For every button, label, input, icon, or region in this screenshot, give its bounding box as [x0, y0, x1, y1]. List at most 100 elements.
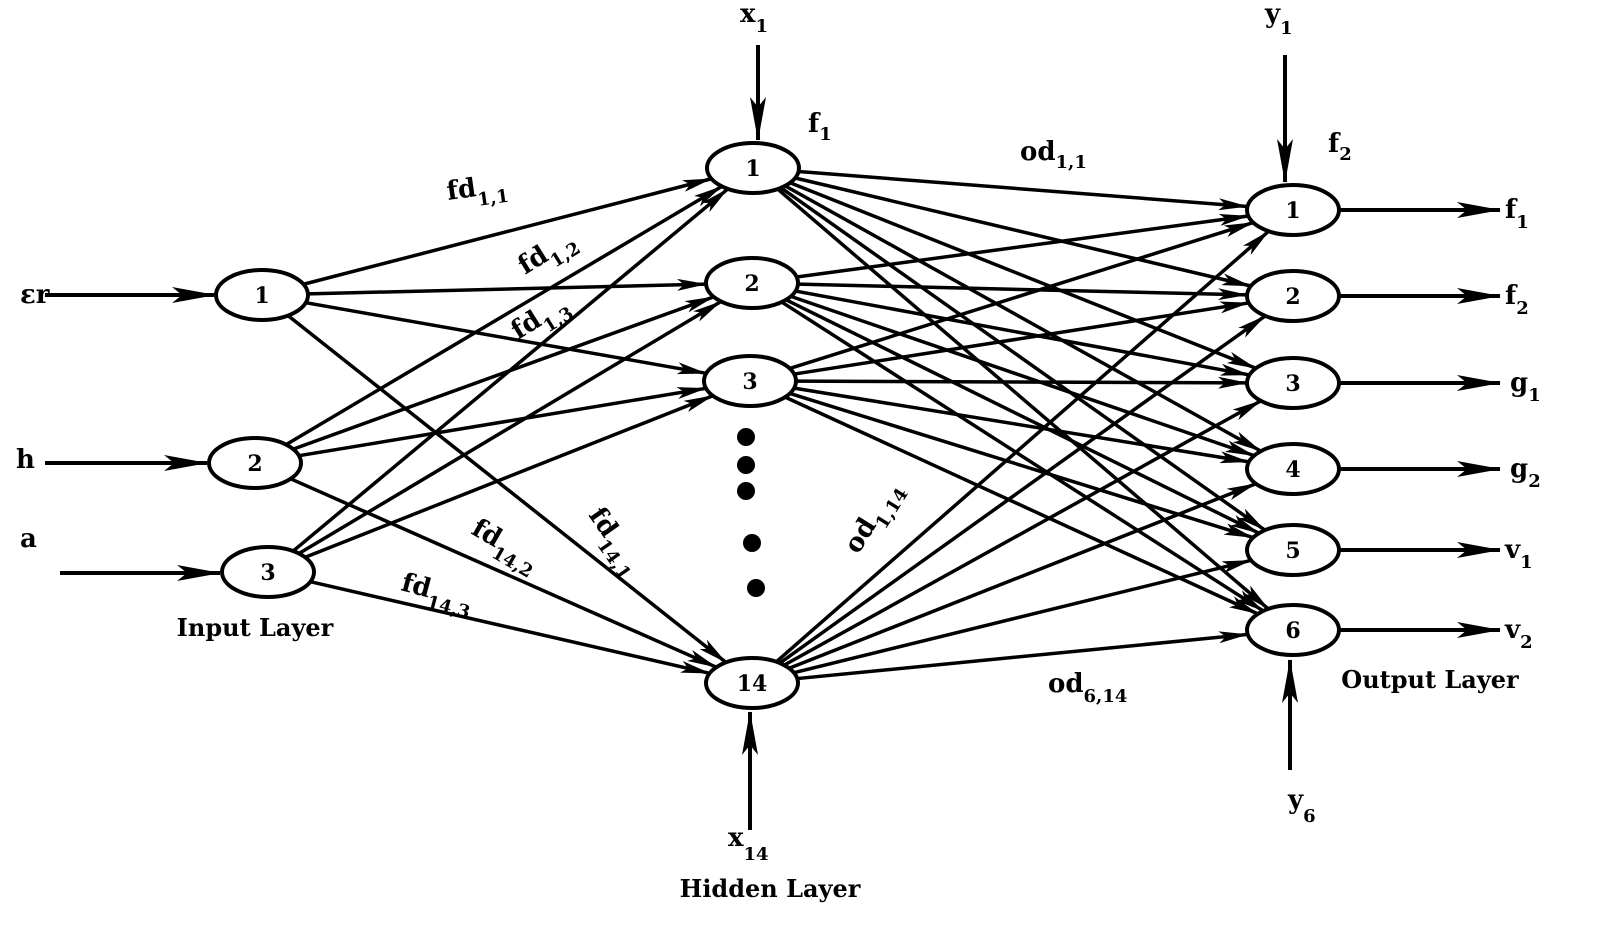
- output-node-circle: [1245, 523, 1341, 577]
- ellipsis-dot: [743, 534, 761, 552]
- hidden-node-circle: [704, 256, 800, 310]
- edge-input2-hidden4: [289, 477, 718, 669]
- output-label-3: g1: [1510, 368, 1541, 406]
- edge-hidden2-output3: [795, 289, 1251, 377]
- ellipsis-dot: [747, 579, 765, 597]
- edge-hidden2-output5: [785, 298, 1260, 535]
- hidden-node-label: 3: [742, 369, 757, 395]
- edge-hidden3-output1: [789, 220, 1255, 371]
- output-node-2: 2: [1245, 269, 1341, 323]
- weight-label-od11: od1,1: [1020, 137, 1087, 173]
- nodes: 1 2 3 1 2 3 14 1 2 3 4 5 6: [207, 141, 1341, 710]
- output-function-label: f2: [1328, 129, 1352, 165]
- edge-input1-hidden1: [303, 177, 713, 286]
- output-node-4: 4: [1245, 442, 1341, 496]
- input-node-3: 3: [220, 545, 316, 599]
- output-node-label: 1: [1285, 198, 1300, 224]
- output-node-6: 6: [1245, 603, 1341, 657]
- edge-hidden2-output6: [780, 300, 1265, 613]
- input-node-1: 1: [214, 268, 310, 322]
- output-node-circle: [1245, 269, 1341, 323]
- edge-input2-hidden1: [285, 184, 723, 447]
- weight-label-fd141: fd14,1: [576, 502, 649, 584]
- edge-input3-hidden2: [298, 299, 722, 556]
- input-node-2: 2: [207, 436, 303, 490]
- output-bias-bottom-label: y6: [1287, 785, 1316, 827]
- output-node-label: 5: [1285, 538, 1300, 564]
- weight-label-fd143: fd14,3: [396, 568, 477, 624]
- edge-hidden1-output6: [776, 187, 1270, 611]
- output-node-label: 3: [1285, 371, 1300, 397]
- edge-hidden4-output4: [788, 482, 1257, 670]
- output-node-5: 5: [1245, 523, 1341, 577]
- edge-hidden4-output1: [775, 229, 1270, 664]
- output-node-label: 6: [1285, 618, 1300, 644]
- output-node-circle: [1245, 442, 1341, 496]
- input-node-label: 1: [254, 283, 269, 309]
- edge-input2-hidden2: [292, 295, 715, 451]
- edge-hidden1-output2: [794, 176, 1252, 288]
- edge-hidden1-output5: [780, 186, 1266, 532]
- hidden-node-circle: [702, 354, 798, 408]
- edge-hidden1-output4: [784, 184, 1262, 453]
- hidden-bias-bottom-label: x14: [728, 823, 769, 865]
- edge-input3-hidden4: [309, 580, 711, 675]
- hidden-node-label: 1: [745, 156, 760, 182]
- output-node-circle: [1245, 183, 1341, 237]
- hidden-node-2: 2: [704, 256, 800, 310]
- weight-label-fd11: fd1,1: [445, 169, 510, 215]
- hidden-node-1: 1: [705, 141, 801, 195]
- edge-input3-hidden3: [304, 394, 714, 559]
- edge-hidden4-output2: [778, 314, 1267, 665]
- output-bias-top-label: y1: [1264, 0, 1293, 39]
- weight-label-od114: od1,14: [838, 475, 912, 562]
- input-layer-title: Input Layer: [177, 613, 334, 642]
- ellipsis-dot: [737, 428, 755, 446]
- input-node-label: 3: [260, 560, 275, 586]
- hidden-node-3: 3: [702, 354, 798, 408]
- output-node-circle: [1245, 356, 1341, 410]
- edge-input3-hidden1: [292, 187, 729, 553]
- output-node-3: 3: [1245, 356, 1341, 410]
- input-label-3: a: [20, 524, 37, 554]
- edge-hidden1-output1: [798, 169, 1249, 211]
- input-node-circle: [207, 436, 303, 490]
- output-label-6: v2: [1504, 615, 1533, 653]
- weight-label-od614: od6,14: [1048, 669, 1127, 707]
- edge-hidden4-output5: [793, 558, 1253, 675]
- input-label-1: εr: [20, 280, 50, 310]
- ellipsis-dot: [737, 482, 755, 500]
- input-node-circle: [214, 268, 310, 322]
- output-node-1: 1: [1245, 183, 1341, 237]
- hidden-function-label: f1: [808, 109, 832, 145]
- edge-hidden4-output6: [797, 631, 1249, 681]
- output-label-1: f1: [1505, 195, 1529, 233]
- hidden-node-circle: [704, 656, 800, 710]
- output-labels: f1 f2 g1 g2 v1 v2: [1504, 195, 1541, 653]
- connections: [45, 45, 1501, 830]
- output-layer-title: Output Layer: [1341, 665, 1519, 694]
- input-node-label: 2: [247, 451, 262, 477]
- edge-hidden4-output3: [783, 399, 1262, 667]
- edge-input1-hidden3: [305, 300, 708, 376]
- edge-input2-hidden3: [298, 386, 707, 458]
- hidden-bias-top-label: x1: [740, 0, 768, 37]
- edge-hidden1-output3: [789, 181, 1257, 370]
- edge-hidden3-output6: [784, 395, 1259, 616]
- output-node-circle: [1245, 603, 1341, 657]
- hidden-node-label: 2: [744, 271, 759, 297]
- edge-hidden2-output4: [790, 294, 1256, 458]
- edge-hidden3-output3: [795, 376, 1249, 389]
- output-label-2: f2: [1505, 281, 1529, 319]
- input-node-circle: [220, 545, 316, 599]
- edge-hidden2-output2: [797, 282, 1249, 301]
- hidden-node-circle: [705, 141, 801, 195]
- output-node-label: 2: [1285, 284, 1300, 310]
- edge-hidden2-output1: [796, 213, 1250, 279]
- edge-input1-hidden2: [307, 278, 708, 296]
- hidden-node-label: 14: [737, 671, 768, 697]
- hidden-layer-title: Hidden Layer: [680, 874, 861, 903]
- output-node-label: 4: [1285, 457, 1300, 483]
- hidden-node-4: 14: [704, 656, 800, 710]
